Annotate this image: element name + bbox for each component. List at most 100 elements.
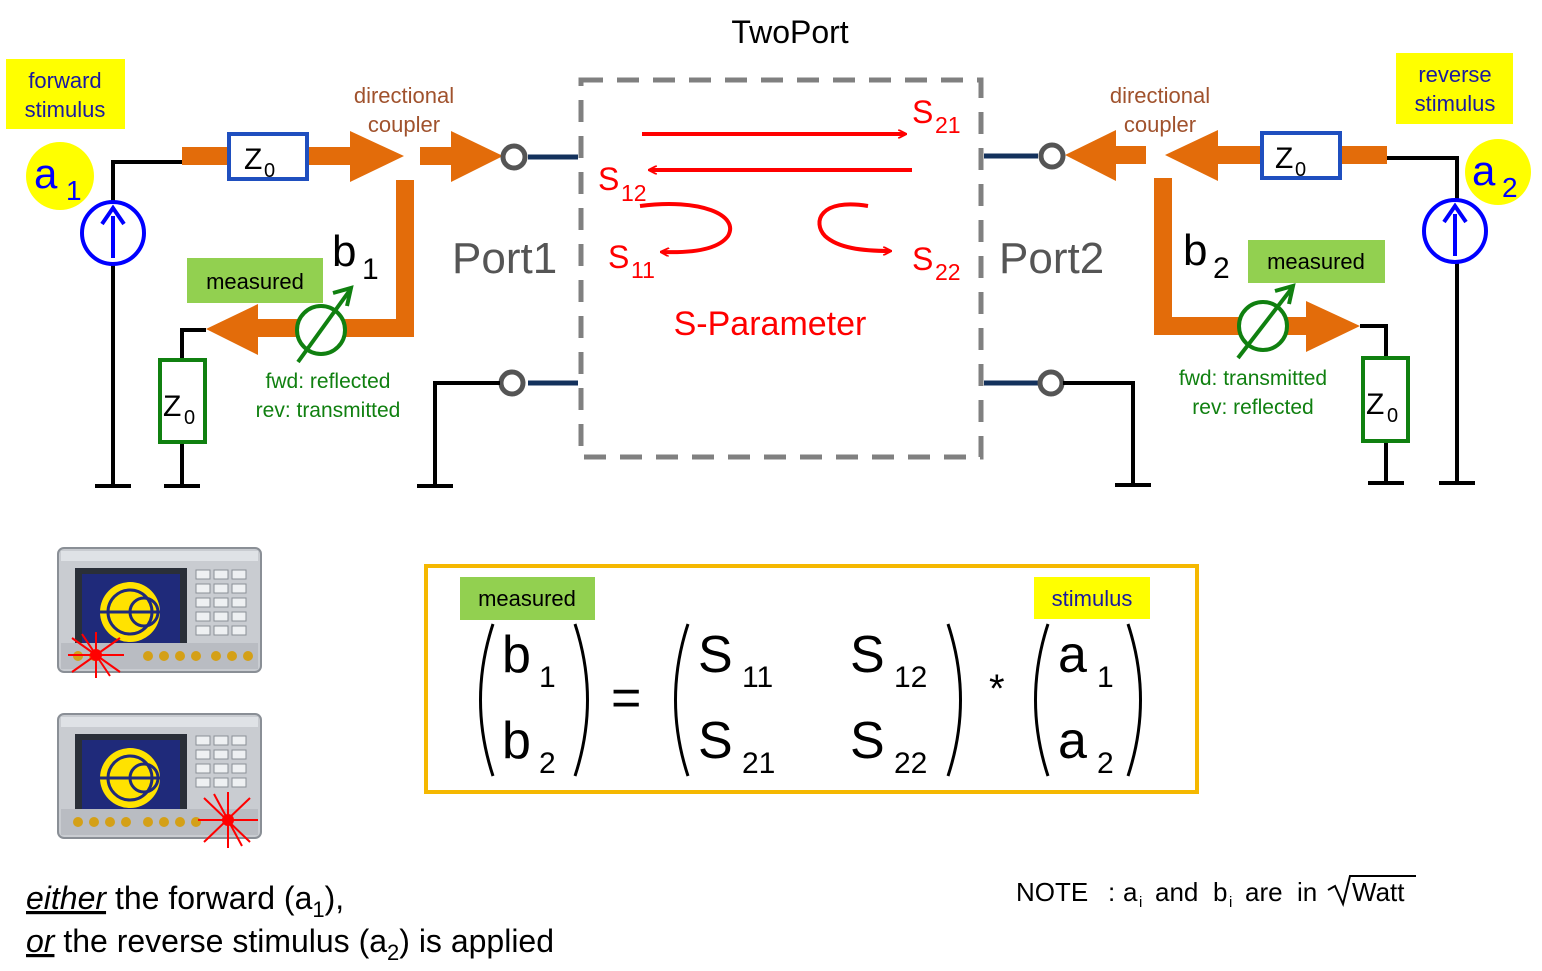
svg-text:directional: directional bbox=[354, 83, 454, 108]
a-vector: a 1 a 2 bbox=[1058, 626, 1114, 780]
port2-label: Port2 bbox=[999, 234, 1104, 283]
coupler-output-arrow-right bbox=[1065, 130, 1116, 181]
b1-wave-label: b 1 bbox=[332, 227, 379, 286]
s-parameter-caption: S-Parameter bbox=[674, 305, 867, 343]
svg-text:coupler: coupler bbox=[368, 112, 440, 137]
svg-text:stimulus: stimulus bbox=[1415, 91, 1496, 116]
svg-text:rev: transmitted: rev: transmitted bbox=[256, 399, 401, 422]
s22-label: S 22 bbox=[912, 241, 961, 285]
svg-text:12: 12 bbox=[621, 180, 647, 206]
svg-text:0: 0 bbox=[184, 407, 195, 429]
port-terminal-icon bbox=[498, 369, 526, 397]
forward-stimulus-label: forward stimulus bbox=[6, 59, 125, 129]
b-vector: b 1 b 2 bbox=[502, 626, 556, 780]
s21-label: S 21 bbox=[912, 94, 961, 138]
svg-text:22: 22 bbox=[894, 747, 927, 780]
svg-text:b: b bbox=[502, 626, 531, 684]
svg-text:measured: measured bbox=[478, 586, 576, 611]
svg-text:12: 12 bbox=[894, 661, 927, 694]
matrix-brackets bbox=[479, 623, 1142, 777]
svg-text:S: S bbox=[698, 626, 733, 684]
reverse-stimulus-label: reverse stimulus bbox=[1396, 53, 1513, 124]
measured-label-left: measured bbox=[187, 258, 323, 303]
svg-text:11: 11 bbox=[742, 661, 773, 694]
svg-text:measured: measured bbox=[1267, 249, 1365, 274]
svg-text:2: 2 bbox=[1097, 747, 1114, 780]
load-impedance-left: Z 0 bbox=[158, 358, 207, 444]
svg-text:21: 21 bbox=[935, 112, 961, 138]
vna-instrument-icon bbox=[57, 547, 262, 678]
port-terminal-icon bbox=[1038, 142, 1066, 170]
svg-text:S: S bbox=[698, 712, 733, 770]
svg-text:21: 21 bbox=[742, 747, 775, 780]
svg-text:b: b bbox=[332, 227, 356, 276]
svg-text:stimulus: stimulus bbox=[25, 97, 106, 122]
coupler-notes-right: fwd: transmitted rev: reflected bbox=[1179, 367, 1327, 419]
units-note: NOTE : a i and b i are in Watt bbox=[1016, 875, 1416, 911]
svg-text:b: b bbox=[1183, 226, 1207, 275]
caption-line-reverse: or the reverse stimulus (a2) is applied bbox=[26, 923, 554, 965]
load-impedance-right: Z 0 bbox=[1361, 356, 1410, 443]
svg-text:directional: directional bbox=[1110, 83, 1210, 108]
a2-wave-label: a 2 bbox=[1465, 139, 1531, 205]
directional-coupler-label-right: directional coupler bbox=[1110, 83, 1210, 137]
s11-label: S 11 bbox=[608, 239, 655, 283]
svg-text:2: 2 bbox=[1213, 252, 1230, 285]
svg-text:fwd: reflected: fwd: reflected bbox=[266, 370, 391, 393]
svg-text:b: b bbox=[502, 712, 531, 770]
svg-text:coupler: coupler bbox=[1124, 112, 1196, 137]
svg-text:Z: Z bbox=[1366, 388, 1384, 421]
svg-text:fwd: transmitted: fwd: transmitted bbox=[1179, 367, 1327, 390]
port2-return-wire bbox=[1063, 381, 1135, 485]
times-sign: * bbox=[989, 667, 1005, 711]
source-impedance-left: Z 0 bbox=[227, 132, 309, 182]
svg-text:1: 1 bbox=[66, 175, 82, 206]
svg-text:0: 0 bbox=[264, 160, 275, 182]
svg-text:S: S bbox=[912, 94, 933, 130]
port1-return-wire bbox=[433, 381, 500, 486]
meter-icon bbox=[1236, 283, 1296, 360]
coupler-output-arrow bbox=[451, 131, 503, 182]
s22-arrow bbox=[817, 202, 890, 251]
equals-sign: = bbox=[611, 669, 641, 727]
svg-text:are in: are in bbox=[1245, 877, 1317, 907]
svg-text:i: i bbox=[1229, 894, 1232, 911]
svg-text:Z: Z bbox=[1275, 142, 1293, 175]
svg-text:2: 2 bbox=[539, 747, 556, 780]
caption-line-forward: either the forward (a1), bbox=[26, 880, 344, 922]
svg-text:reverse: reverse bbox=[1418, 62, 1491, 87]
left-load-wire bbox=[180, 328, 206, 486]
svg-text:i: i bbox=[1139, 894, 1142, 911]
measured-label-right: measured bbox=[1248, 240, 1385, 283]
equation-measured-label: measured bbox=[460, 577, 595, 620]
right-load-wire bbox=[1360, 324, 1388, 483]
twoport-box bbox=[578, 77, 984, 460]
svg-text:a: a bbox=[1123, 877, 1138, 907]
coupled-transmitted-arrow bbox=[1306, 301, 1360, 352]
svg-text:0: 0 bbox=[1295, 159, 1306, 181]
s11-arrow bbox=[639, 201, 732, 252]
svg-text:b: b bbox=[1213, 877, 1227, 907]
svg-text:1: 1 bbox=[1097, 661, 1114, 694]
svg-text:Z: Z bbox=[163, 390, 181, 423]
svg-text:S: S bbox=[608, 239, 629, 275]
svg-text:NOTE: NOTE bbox=[1016, 877, 1088, 907]
svg-text:Watt: Watt bbox=[1352, 877, 1405, 907]
svg-text:0: 0 bbox=[1387, 405, 1398, 427]
svg-text:S: S bbox=[912, 241, 933, 277]
meter-icon bbox=[295, 285, 354, 364]
svg-text:S: S bbox=[850, 626, 885, 684]
svg-text:a: a bbox=[1058, 626, 1087, 684]
current-source-icon bbox=[80, 200, 146, 266]
svg-text:forward: forward bbox=[28, 68, 101, 93]
port1-label: Port1 bbox=[452, 234, 557, 283]
svg-text:measured: measured bbox=[206, 269, 304, 294]
left-source-wire bbox=[111, 160, 185, 486]
svg-text:a: a bbox=[1472, 147, 1496, 194]
svg-text:a: a bbox=[34, 150, 58, 197]
port-terminal-icon bbox=[500, 143, 528, 171]
svg-text:2: 2 bbox=[1502, 172, 1518, 203]
directional-coupler-label-left: directional coupler bbox=[354, 83, 454, 137]
svg-text:rev: reflected: rev: reflected bbox=[1192, 396, 1313, 419]
